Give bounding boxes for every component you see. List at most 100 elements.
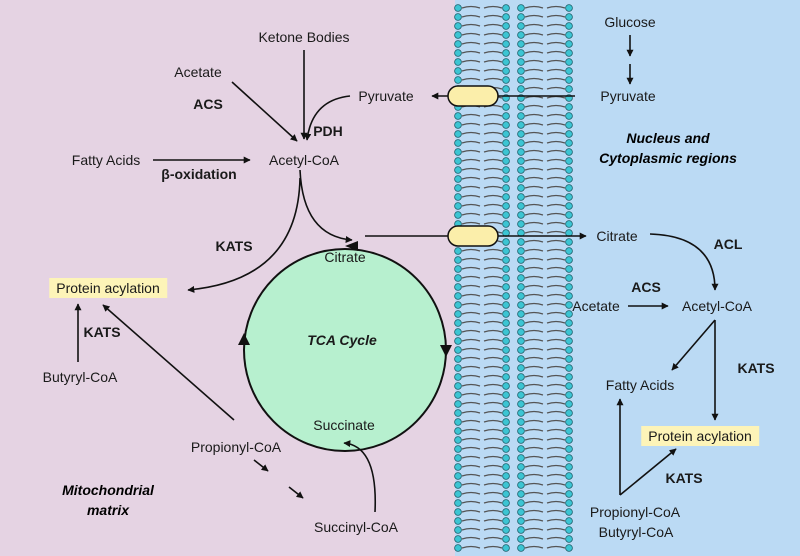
lipid-head bbox=[517, 292, 525, 300]
lipid-tail bbox=[483, 410, 503, 414]
lipid-head bbox=[502, 463, 510, 471]
lipid-tail bbox=[546, 176, 566, 180]
lipid-tail bbox=[461, 509, 481, 513]
lipid-tail bbox=[546, 374, 566, 378]
lipid-head bbox=[517, 274, 525, 282]
lipid-tail bbox=[461, 113, 481, 117]
lipid-tail bbox=[524, 104, 544, 108]
lipid-head bbox=[454, 4, 462, 12]
lipid-tail bbox=[461, 158, 481, 162]
lipid-tail bbox=[546, 392, 566, 396]
lipid-tail bbox=[461, 401, 481, 405]
lipid-tail bbox=[461, 284, 481, 288]
lipid-head bbox=[502, 121, 510, 129]
label-acl: ACL bbox=[713, 236, 743, 252]
lipid-head bbox=[565, 274, 573, 282]
lipid-head bbox=[454, 130, 462, 138]
lipid-head bbox=[502, 409, 510, 417]
lipid-head bbox=[502, 256, 510, 264]
lipid-head bbox=[565, 418, 573, 426]
lipid-head bbox=[565, 76, 573, 84]
lipid-tail bbox=[524, 527, 544, 531]
lipid-tail bbox=[524, 86, 544, 90]
lipid-tail bbox=[546, 329, 566, 333]
lipid-tail bbox=[483, 374, 503, 378]
label-butyryl-coa-right: Butyryl-CoA bbox=[598, 524, 674, 540]
lipid-tail bbox=[483, 158, 503, 162]
lipid-tail bbox=[524, 41, 544, 45]
lipid-head bbox=[565, 445, 573, 453]
lipid-head bbox=[502, 166, 510, 174]
lipid-tail bbox=[461, 185, 481, 189]
lipid-head bbox=[502, 49, 510, 57]
lipid-head bbox=[517, 445, 525, 453]
lipid-head bbox=[502, 517, 510, 525]
lipid-tail bbox=[546, 248, 566, 252]
lipid-head bbox=[517, 382, 525, 390]
lipid-head bbox=[565, 328, 573, 336]
label-acs-left: ACS bbox=[193, 96, 223, 112]
lipid-tail bbox=[461, 140, 481, 144]
lipid-head bbox=[454, 454, 462, 462]
lipid-head bbox=[565, 166, 573, 174]
lipid-tail bbox=[546, 275, 566, 279]
lipid-head bbox=[517, 535, 525, 543]
lipid-tail bbox=[546, 419, 566, 423]
lipid-tail bbox=[546, 320, 566, 324]
lipid-head bbox=[565, 373, 573, 381]
lipid-head bbox=[517, 112, 525, 120]
lipid-tail bbox=[461, 464, 481, 468]
lipid-tail bbox=[524, 455, 544, 459]
lipid-tail bbox=[524, 518, 544, 522]
lipid-tail bbox=[461, 221, 481, 225]
arrow-propionylcoa-to-protein-acylation bbox=[102, 304, 235, 421]
arrow-pyruvate-to-acetylcoa bbox=[304, 95, 351, 141]
lipid-head bbox=[502, 337, 510, 345]
lipid-head bbox=[454, 13, 462, 21]
lipid-tail bbox=[546, 509, 566, 513]
lipid-tail bbox=[483, 365, 503, 369]
lipid-tail bbox=[461, 257, 481, 261]
lipid-tail bbox=[483, 518, 503, 522]
label-acetate-left: Acetate bbox=[174, 64, 222, 80]
lipid-tail bbox=[483, 203, 503, 207]
lipid-head bbox=[502, 364, 510, 372]
label-beta-oxidation: β-oxidation bbox=[161, 166, 237, 182]
lipid-tail bbox=[461, 41, 481, 45]
label-pyruvate-left: Pyruvate bbox=[358, 88, 414, 104]
lipid-head bbox=[517, 400, 525, 408]
lipid-tail bbox=[524, 419, 544, 423]
lipid-head bbox=[565, 526, 573, 534]
lipid-tail bbox=[546, 194, 566, 198]
lipid-tail bbox=[483, 329, 503, 333]
lipid-head bbox=[454, 76, 462, 84]
lipid-tail bbox=[546, 338, 566, 342]
lipid-tail bbox=[461, 122, 481, 126]
lipid-tail bbox=[483, 149, 503, 153]
lipid-head bbox=[517, 193, 525, 201]
lipid-tail bbox=[483, 176, 503, 180]
lipid-tail bbox=[461, 410, 481, 414]
label-fatty-acids-right: Fatty Acids bbox=[605, 377, 675, 393]
lipid-head bbox=[502, 202, 510, 210]
lipid-head bbox=[565, 346, 573, 354]
lipid-tail bbox=[461, 59, 481, 63]
lipid-head bbox=[454, 436, 462, 444]
lipid-tail bbox=[546, 239, 566, 243]
lipid-head bbox=[454, 22, 462, 30]
lipid-tail bbox=[461, 23, 481, 27]
label-succinate: Succinate bbox=[313, 417, 375, 433]
lipid-head bbox=[502, 292, 510, 300]
label-kats-mid: KATS bbox=[737, 360, 775, 376]
lipid-tail bbox=[524, 221, 544, 225]
lipid-tail bbox=[546, 383, 566, 387]
lipid-head bbox=[517, 58, 525, 66]
lipid-tail bbox=[461, 536, 481, 540]
label-pdh: PDH bbox=[313, 123, 343, 139]
lipid-tail bbox=[546, 455, 566, 459]
lipid-head bbox=[454, 481, 462, 489]
lipid-head bbox=[502, 373, 510, 381]
nucleus-title-line-2: Cytoplasmic regions bbox=[599, 150, 737, 166]
